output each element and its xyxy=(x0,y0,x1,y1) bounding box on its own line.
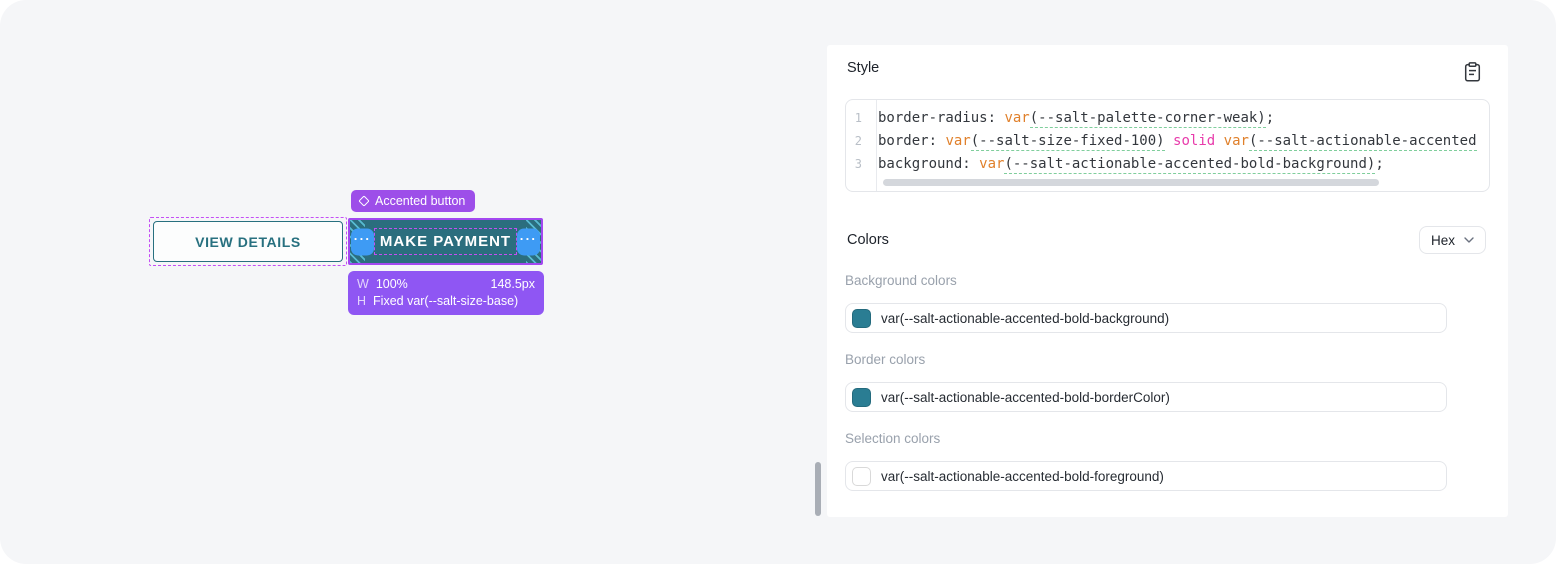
code-text: border-radius: var(--salt-palette-corner… xyxy=(878,109,1275,128)
size-overlay: W 100% 148.5px H Fixed var(--salt-size-b… xyxy=(348,271,544,315)
color-format-dropdown[interactable]: Hex xyxy=(1418,226,1486,254)
height-letter: H xyxy=(357,294,367,308)
color-group-label: Background colors xyxy=(845,273,957,288)
clipboard-icon xyxy=(1464,62,1480,82)
width-pixels: 148.5px xyxy=(490,277,535,291)
horizontal-scrollbar[interactable] xyxy=(883,179,1379,186)
color-token-row[interactable]: var(--salt-actionable-accented-bold-fore… xyxy=(845,461,1447,491)
color-token-value: var(--salt-actionable-accented-bold-fore… xyxy=(881,468,1164,484)
color-swatch xyxy=(852,308,871,328)
line-number: 2 xyxy=(854,133,862,148)
vertical-scrollbar[interactable] xyxy=(815,462,821,516)
color-swatch xyxy=(852,387,871,407)
color-groups: Background colors var(--salt-actionable-a… xyxy=(845,273,1447,510)
padding-handle-right[interactable]: ··· xyxy=(517,228,540,255)
code-line: 2 border: var(--salt-size-fixed-100) soli… xyxy=(846,129,1489,152)
color-group-label: Border colors xyxy=(845,352,926,367)
line-number: 3 xyxy=(854,156,862,171)
code-line: 1 border-radius: var(--salt-palette-corne… xyxy=(846,106,1489,129)
color-token-row[interactable]: var(--salt-actionable-accented-bold-bord… xyxy=(845,382,1447,412)
code-line: 3 background: var(--salt-actionable-accen… xyxy=(846,152,1489,175)
height-row: H Fixed var(--salt-size-base) xyxy=(357,293,535,310)
gutter-separator xyxy=(876,100,877,191)
diamond-icon xyxy=(358,195,370,207)
code-lines: 1 border-radius: var(--salt-palette-corne… xyxy=(846,100,1489,175)
view-details-label: VIEW DETAILS xyxy=(195,233,301,250)
width-row: W 100% 148.5px xyxy=(357,276,535,293)
code-text: border: var(--salt-size-fixed-100) solid… xyxy=(878,132,1477,151)
view-details-button[interactable]: VIEW DETAILS xyxy=(153,221,343,262)
style-section-title: Style xyxy=(847,60,880,76)
color-token-row[interactable]: var(--salt-actionable-accented-bold-back… xyxy=(845,303,1447,333)
handle-dots-icon: ··· xyxy=(519,231,538,247)
component-type-badge[interactable]: Accented button xyxy=(351,190,476,212)
line-number: 1 xyxy=(854,110,862,125)
color-token-value: var(--salt-actionable-accented-bold-bord… xyxy=(881,389,1170,405)
color-group-label: Selection colors xyxy=(845,431,941,446)
width-value: 100% xyxy=(375,277,408,291)
chevron-down-icon xyxy=(1464,237,1474,243)
copy-code-button[interactable] xyxy=(1462,61,1482,83)
make-payment-button-selected[interactable]: MAKE PAYMENT ··· ··· xyxy=(348,218,543,265)
inspector-panel: Style 1 border-radius: var(--salt-palette… xyxy=(827,45,1508,517)
colors-section-title: Colors xyxy=(847,232,889,248)
style-code-block[interactable]: 1 border-radius: var(--salt-palette-corne… xyxy=(845,99,1490,192)
color-format-value: Hex xyxy=(1430,232,1455,248)
make-payment-label: MAKE PAYMENT xyxy=(379,233,512,250)
height-value: Fixed var(--salt-size-base) xyxy=(373,294,519,308)
padding-handle-left[interactable]: ··· xyxy=(351,228,374,255)
color-token-value: var(--salt-actionable-accented-bold-back… xyxy=(881,310,1170,326)
code-text: background: var(--salt-actionable-accent… xyxy=(878,155,1384,174)
color-swatch xyxy=(852,466,871,486)
handle-dots-icon: ··· xyxy=(353,231,372,247)
component-type-label: Accented button xyxy=(375,194,466,208)
width-letter: W xyxy=(357,277,369,291)
